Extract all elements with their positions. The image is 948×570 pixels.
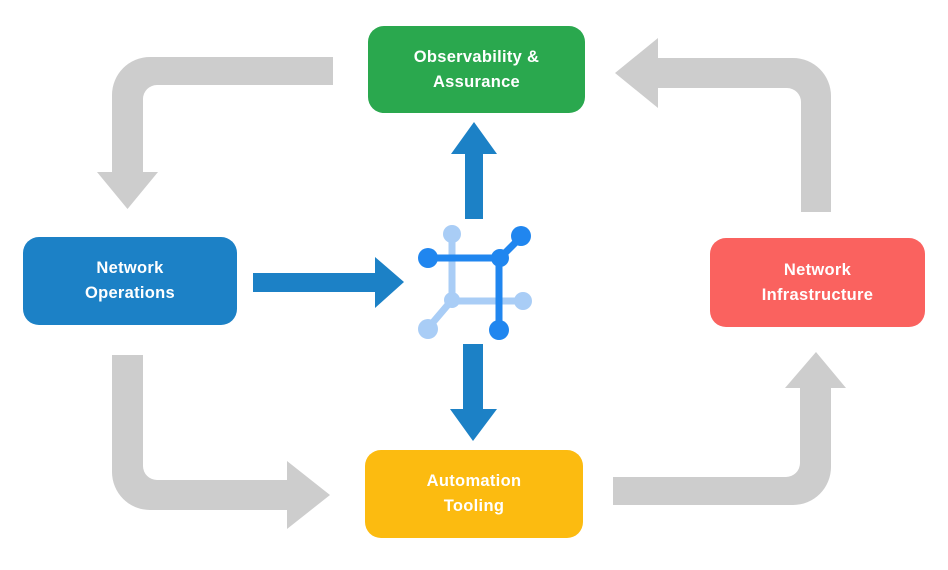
node-network-infrastructure-label: Network Infrastructure [761, 260, 874, 304]
node-automation-tooling-label: Automation Tooling [426, 472, 522, 515]
node-observability-assurance-label: Observability & Assurance [413, 47, 540, 91]
arrow-center-to-tooling [450, 344, 497, 441]
node-automation-tooling: Automation Tooling [365, 450, 583, 538]
cycle-arrow-tooling-to-infrastructure [613, 352, 846, 505]
node-observability-assurance: Observability & Assurance [368, 26, 585, 113]
arrow-center-to-observability [451, 122, 497, 219]
cycle-arrow-operations-to-tooling [112, 355, 330, 529]
network-mesh-icon [418, 225, 532, 340]
node-network-infrastructure: Network Infrastructure [710, 238, 925, 327]
cycle-arrow-observability-to-operations [97, 57, 333, 209]
arrow-operations-to-center [253, 257, 404, 308]
node-network-operations-label: Network Operations [84, 259, 176, 302]
node-network-operations: Network Operations [23, 237, 237, 325]
cycle-arrow-infrastructure-to-observability [615, 38, 831, 212]
